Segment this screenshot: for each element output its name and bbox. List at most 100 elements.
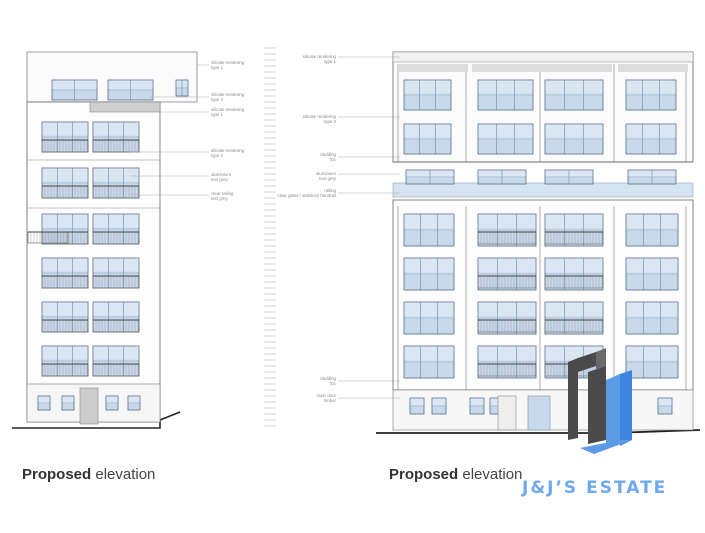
logo-mark-bar	[588, 366, 606, 444]
right-top-lintel	[398, 64, 468, 72]
logo-mark-bar	[620, 370, 632, 446]
window-highlight	[42, 346, 88, 360]
left-note-2: silicate rendering type 4	[211, 92, 245, 102]
window-frame	[403, 345, 455, 379]
window-highlight	[38, 396, 50, 403]
right-service-door	[497, 395, 517, 431]
right-note-4: aluminium text grey	[315, 171, 336, 181]
right-note-1: silicate rendering type 1	[302, 54, 336, 64]
left-note-1: silicate rendering type 1	[211, 60, 245, 70]
window-frame	[544, 213, 604, 247]
window-highlight	[93, 258, 139, 272]
window-highlight	[478, 214, 536, 229]
logo-mark-top	[596, 348, 606, 370]
window-frame	[409, 397, 425, 415]
window-highlight	[478, 258, 536, 273]
window-highlight	[490, 398, 504, 406]
window-highlight	[42, 214, 88, 228]
window-highlight	[93, 168, 139, 182]
window-frame	[175, 79, 189, 97]
window-highlight	[42, 168, 88, 182]
window-highlight	[545, 302, 603, 317]
right-top-lintel	[618, 64, 688, 72]
left-note-3: silicate rendering type 1	[211, 107, 245, 117]
window-frame	[625, 123, 677, 155]
window-frame	[477, 213, 537, 247]
window-frame	[625, 79, 677, 111]
window-frame	[544, 301, 604, 335]
right-caption-rest: elevation	[462, 466, 523, 483]
right-note-2: silicate rendering type 3	[302, 114, 336, 124]
window-frame	[477, 257, 537, 291]
window-highlight	[93, 302, 139, 316]
window-frame	[37, 395, 51, 411]
window-highlight	[626, 346, 678, 361]
window-frame	[477, 301, 537, 335]
window-frame	[625, 257, 679, 291]
window-highlight	[404, 124, 451, 138]
window-frame	[625, 301, 679, 335]
window-frame	[105, 395, 119, 411]
right-note-5: railing clear glass / stainless handrail	[277, 188, 336, 198]
window-frame	[627, 169, 677, 185]
window-frame	[544, 123, 604, 155]
window-highlight	[404, 258, 454, 273]
window-highlight	[545, 258, 603, 273]
window-frame	[431, 397, 447, 415]
window-highlight	[404, 346, 454, 361]
window-highlight	[626, 80, 676, 94]
right-note-6: cladding tbc	[319, 376, 336, 386]
left-note-6: clear railing text grey	[211, 191, 234, 201]
window-highlight	[62, 396, 74, 403]
window-highlight	[93, 214, 139, 228]
logo-mark-top	[578, 352, 596, 372]
window-highlight	[658, 398, 672, 406]
window-frame	[477, 345, 537, 379]
window-frame	[657, 397, 673, 415]
window-highlight	[626, 258, 678, 273]
left-elevation-caption: Proposed elevation	[22, 466, 155, 483]
window-highlight	[106, 396, 118, 403]
left-caption-bold: Proposed	[22, 466, 92, 483]
window-highlight	[478, 124, 533, 138]
window-highlight	[545, 80, 603, 94]
window-frame	[477, 79, 534, 111]
window-frame	[405, 169, 455, 185]
window-highlight	[93, 122, 139, 136]
left-parapet-band	[89, 101, 161, 113]
window-frame	[403, 301, 455, 335]
window-frame	[403, 257, 455, 291]
window-highlight	[42, 122, 88, 136]
logo-wordmark: J&J’S ESTATE	[522, 478, 668, 498]
right-main-door	[527, 395, 551, 431]
window-highlight	[404, 302, 454, 317]
right-note-3: cladding tbc	[319, 152, 336, 162]
window-highlight	[478, 302, 536, 317]
window-highlight	[42, 258, 88, 272]
left-ground-line	[12, 411, 181, 429]
window-frame	[107, 79, 154, 101]
logo-mark-bar	[606, 374, 620, 446]
right-caption-bold: Proposed	[389, 466, 459, 483]
window-frame	[544, 169, 594, 185]
window-frame	[469, 397, 485, 415]
window-highlight	[470, 398, 484, 406]
right-top-parapet	[392, 51, 694, 63]
window-highlight	[626, 124, 676, 138]
window-frame	[544, 257, 604, 291]
window-highlight	[545, 124, 603, 138]
left-note-5: aluminium text grey	[211, 172, 232, 182]
window-highlight	[478, 80, 533, 94]
right-elevation-caption: Proposed elevation	[389, 466, 522, 483]
window-highlight	[478, 346, 536, 361]
right-top-lintel	[472, 64, 612, 72]
window-frame	[403, 123, 452, 155]
window-highlight	[42, 302, 88, 316]
window-frame	[544, 79, 604, 111]
left-note-4: silicate rendering type 2	[211, 148, 245, 158]
logo-mark-base	[580, 440, 632, 454]
left-caption-rest: elevation	[95, 466, 156, 483]
window-frame	[127, 395, 141, 411]
